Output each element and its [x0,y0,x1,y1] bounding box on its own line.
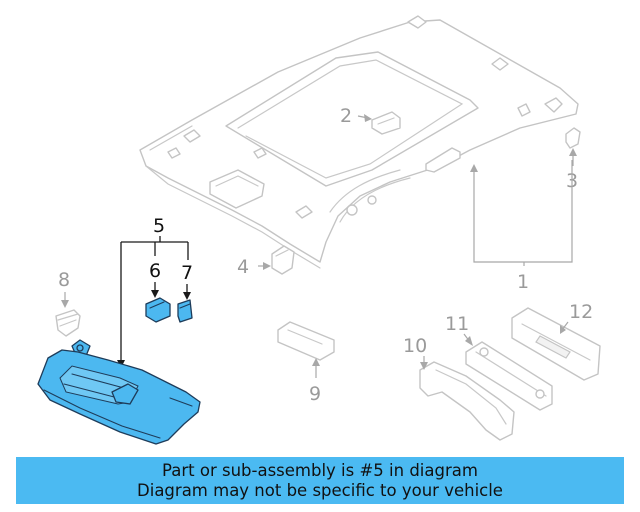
part-3-grommet [565,127,581,149]
part-12-bezel [511,307,601,381]
callout-1: 1 [517,271,529,293]
part-7-clip [177,299,193,323]
callout-7: 7 [181,262,193,284]
part-9-bracket [277,321,335,361]
part-11-bracket [465,341,553,411]
banner-line-2: Diagram may not be specific to your vehi… [137,480,503,500]
callout-9: 9 [309,383,321,405]
callout-12: 12 [569,301,593,323]
callout-2: 2 [340,105,352,127]
part-4-clip [271,245,295,275]
callout-6: 6 [149,260,161,282]
part-5-sun-visor [37,339,201,445]
info-banner: Part or sub-assembly is #5 in diagram Di… [16,457,624,504]
callout-10: 10 [403,335,427,357]
part-2-clip [371,111,401,135]
part-10-handle [419,361,515,441]
part-6-clip [145,297,171,323]
callout-4: 4 [237,256,249,278]
headliner [139,15,579,269]
callout-5: 5 [153,215,165,237]
part-8-grommet [55,309,81,337]
callout-8: 8 [58,269,70,291]
banner-line-1: Part or sub-assembly is #5 in diagram [162,460,478,480]
callout-11: 11 [445,313,469,335]
